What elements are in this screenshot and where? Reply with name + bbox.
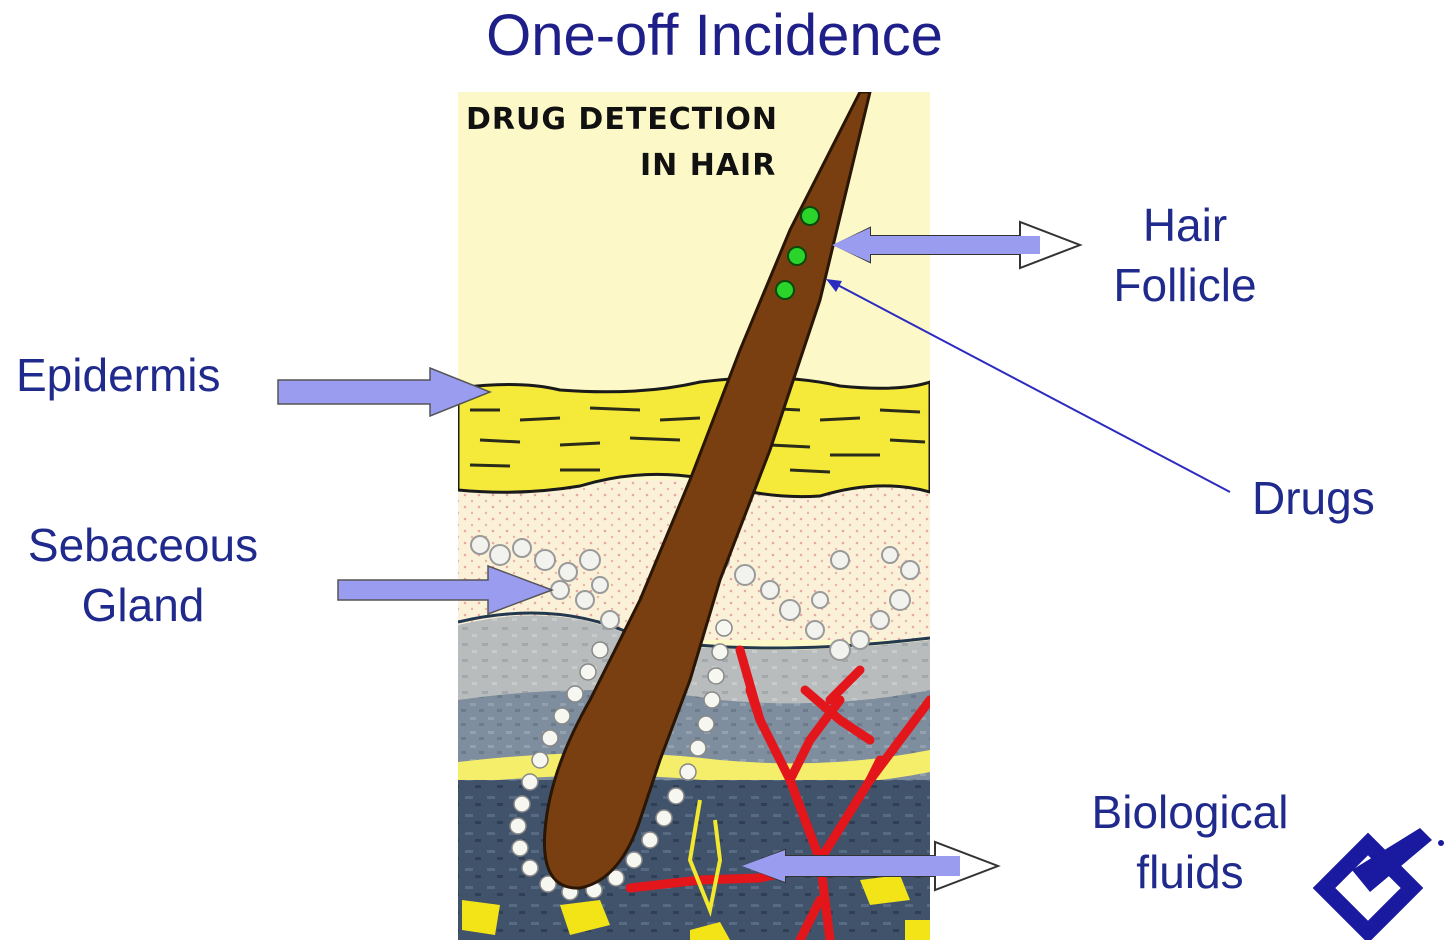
sebaceous-gland-label: Sebaceous Gland (12, 515, 274, 635)
illustration-heading-line1: DRUG DETECTION (466, 98, 778, 142)
epidermis-label: Epidermis (16, 345, 221, 405)
biological-fluids-label: Biological fluids (1080, 782, 1300, 902)
hair-follicle-label: Hair Follicle (1100, 195, 1270, 315)
illustration-heading-line2: IN HAIR (640, 144, 776, 188)
drugs-label: Drugs (1252, 468, 1375, 528)
skin-cross-section (458, 92, 930, 940)
hair-follicle-arrow (832, 222, 1080, 268)
diamond-logo-icon (1324, 828, 1444, 932)
